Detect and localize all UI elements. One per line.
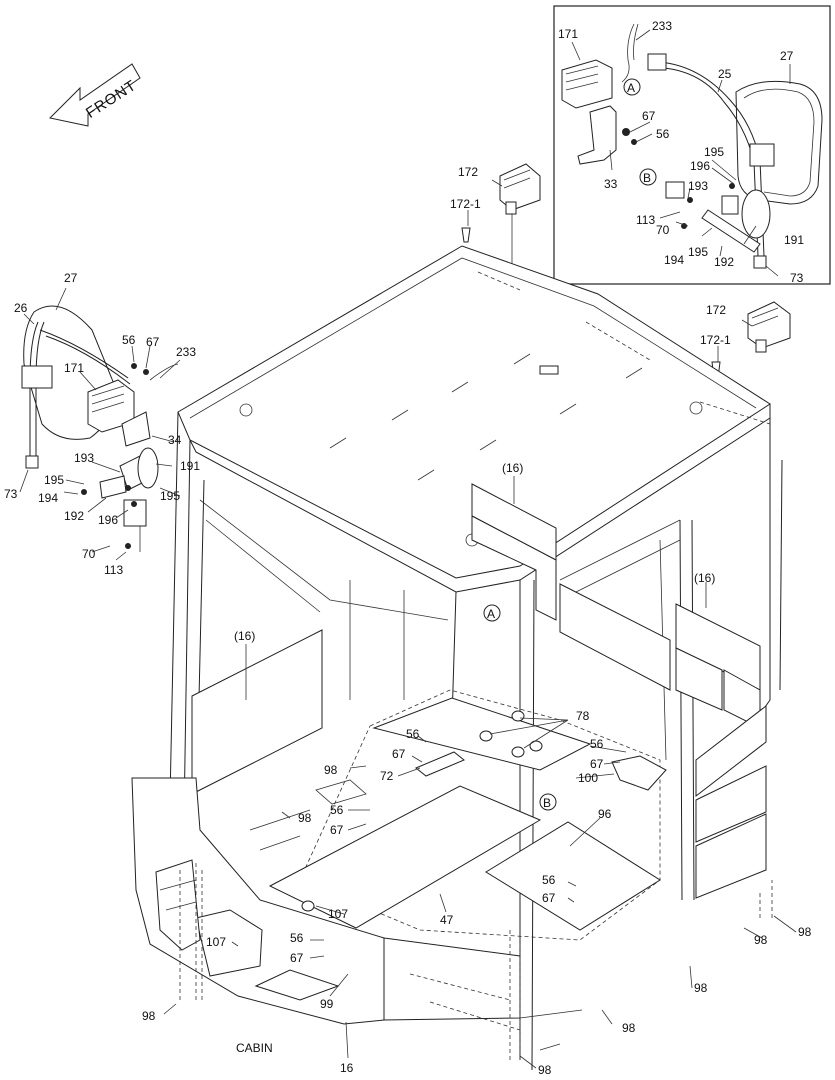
panel-16-top <box>471 483 671 691</box>
label-56-c: 56 <box>330 803 344 817</box>
label-98-g: 98 <box>622 1021 636 1035</box>
label-34: 34 <box>168 433 182 447</box>
work-lamp-inset-icon <box>561 59 617 165</box>
label-27: 27 <box>64 271 78 285</box>
label-16-left: (16) <box>234 629 255 643</box>
label-172-1-b: 172-1 <box>700 333 731 347</box>
label-67-a: 67 <box>146 335 160 349</box>
label-192-inset: 192 <box>714 255 734 269</box>
label-16-bottom: 16 <box>340 1061 354 1075</box>
label-73: 73 <box>4 487 18 501</box>
label-113: 113 <box>104 563 123 577</box>
label-78: 78 <box>576 709 590 723</box>
label-172-b: 172 <box>706 303 726 317</box>
label-171: 171 <box>64 361 84 375</box>
label-191-inset: 191 <box>784 233 804 247</box>
label-96: 96 <box>598 807 612 821</box>
svg-text:B: B <box>543 796 551 810</box>
diagram-title: CABIN <box>236 1041 273 1055</box>
label-233: 233 <box>176 345 196 359</box>
label-193-inset: 193 <box>688 179 708 193</box>
label-56-e: 56 <box>542 873 556 887</box>
label-196-inset: 196 <box>690 159 710 173</box>
svg-text:A: A <box>627 81 635 95</box>
leader-lines <box>19 179 797 1069</box>
label-27-inset: 27 <box>780 49 794 63</box>
label-72: 72 <box>380 769 394 783</box>
label-56-d: 56 <box>590 737 604 751</box>
panel-16-right <box>675 603 767 899</box>
label-98-b: 98 <box>298 811 312 825</box>
label-192: 192 <box>64 509 84 523</box>
callout-b: B <box>539 793 557 811</box>
label-195-a: 195 <box>44 473 64 487</box>
label-191: 191 <box>180 459 200 473</box>
label-193: 193 <box>74 451 94 465</box>
label-233-inset: 233 <box>652 19 672 33</box>
label-67-f: 67 <box>290 951 304 965</box>
label-98-f: 98 <box>798 925 812 939</box>
label-100: 100 <box>578 771 598 785</box>
front-lower-body <box>131 777 583 1051</box>
cabin-roof <box>177 245 771 593</box>
label-67-e: 67 <box>542 891 556 905</box>
label-70: 70 <box>82 547 96 561</box>
label-56-f: 56 <box>290 931 304 945</box>
label-194: 194 <box>38 491 58 505</box>
label-56-b: 56 <box>406 727 420 741</box>
label-67-c: 67 <box>330 823 344 837</box>
label-56-inset: 56 <box>656 127 670 141</box>
label-172-a: 172 <box>458 165 478 179</box>
label-98-a: 98 <box>324 763 338 777</box>
detail-inset: 233 171 27 25 67 56 195 196 33 193 113 7… <box>553 5 831 285</box>
label-98-h: 98 <box>538 1063 552 1077</box>
label-195b-inset: 195 <box>688 245 708 259</box>
label-194-inset: 194 <box>664 253 684 267</box>
roof-lamp-left-icon <box>461 163 541 272</box>
label-98-d: 98 <box>694 981 708 995</box>
callout-b-inset: B <box>639 168 657 186</box>
label-172-1-a: 172-1 <box>450 197 481 211</box>
label-67-b: 67 <box>392 747 406 761</box>
callout-a-inset: A <box>623 78 641 96</box>
svg-text:B: B <box>643 171 651 185</box>
label-26: 26 <box>14 301 28 315</box>
label-73-inset: 73 <box>790 271 804 285</box>
label-67-inset: 67 <box>642 109 656 123</box>
label-67-d: 67 <box>590 757 604 771</box>
label-195-inset: 195 <box>704 145 724 159</box>
label-47: 47 <box>440 913 454 927</box>
label-171-inset: 171 <box>558 27 578 41</box>
cabin-floor <box>231 689 667 977</box>
label-25-inset: 25 <box>718 67 732 81</box>
label-107-a: 107 <box>328 907 348 921</box>
label-98-e: 98 <box>754 933 768 947</box>
label-56-a: 56 <box>122 333 136 347</box>
label-98-c: 98 <box>142 1009 156 1023</box>
label-33-inset: 33 <box>604 177 618 191</box>
work-lamp-left-icon <box>87 363 179 552</box>
label-16-right: (16) <box>694 571 715 585</box>
label-196: 196 <box>98 513 118 527</box>
front-arrow-icon: FRONT <box>48 63 141 127</box>
label-113-inset: 113 <box>636 213 655 227</box>
label-70-inset: 70 <box>656 223 670 237</box>
label-195-b: 195 <box>160 489 180 503</box>
label-16-top: (16) <box>502 461 523 475</box>
panel-16-left <box>191 629 323 795</box>
callout-a: A <box>483 604 501 622</box>
label-99: 99 <box>320 997 334 1011</box>
label-107-b: 107 <box>206 935 226 949</box>
svg-text:A: A <box>487 607 495 621</box>
